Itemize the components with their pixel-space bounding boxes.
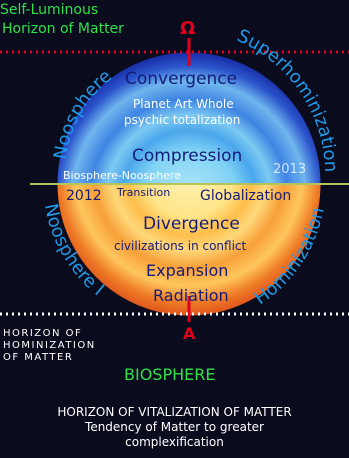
globalization-label: Globalization [200, 188, 292, 204]
year-2013-label: 2013 [273, 162, 307, 177]
alpha-symbol: A [183, 324, 196, 343]
horizon-hominization-line3: OF MATTER [3, 352, 74, 363]
horizon-hominization-line1: HORIZON OF [3, 328, 83, 339]
horizon-of-matter-label: Horizon of Matter [2, 21, 124, 37]
omega-symbol: Ω [180, 18, 196, 39]
year-2012-label: 2012 [66, 188, 102, 204]
vitalization-title: HORIZON OF VITALIZATION OF MATTER [57, 405, 292, 419]
divergence-label: Divergence [143, 214, 240, 234]
psychic-totalization-label: psychic totalization [124, 113, 241, 127]
transition-label: Transition [117, 186, 171, 199]
planet-art-whole-label: Planet Art Whole [133, 97, 234, 111]
biosphere-label: BIOSPHERE [124, 365, 216, 384]
self-luminous-label: Self-Luminous [0, 2, 99, 18]
compression-label: Compression [132, 146, 243, 166]
radiation-label: Radiation [153, 286, 229, 305]
tendency-line: Tendency of Matter to greater [85, 420, 264, 434]
complexification-line: complexification [125, 435, 224, 449]
expansion-label: Expansion [146, 261, 229, 280]
horizon-hominization-line2: HOMINIZATION [3, 340, 96, 351]
biosphere-noosphere-label: Biosphere-Noosphere [63, 169, 181, 182]
civilizations-label: civilizations in conflict [114, 239, 247, 253]
convergence-label: Convergence [125, 69, 238, 89]
